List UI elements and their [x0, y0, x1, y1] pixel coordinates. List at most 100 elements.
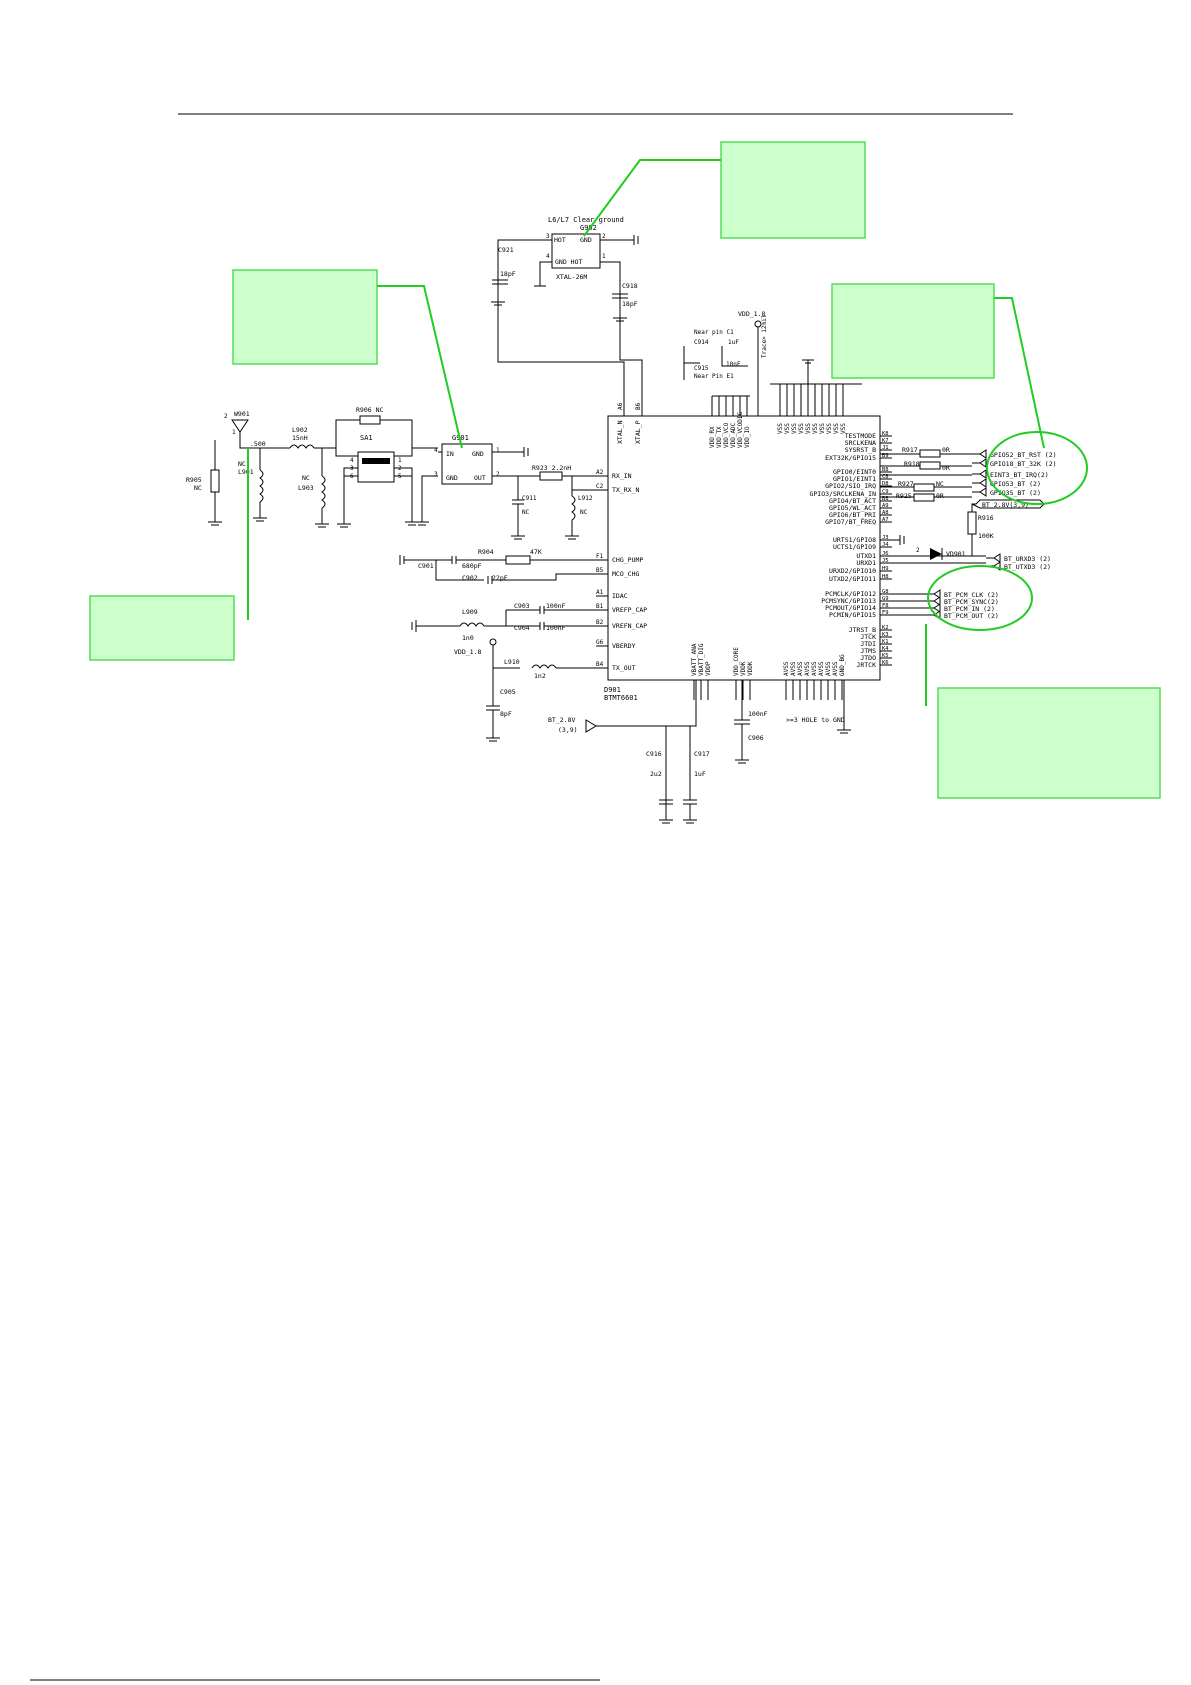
- c918-label: C918: [622, 282, 638, 290]
- net-flag-icon: [933, 596, 941, 606]
- right-pin-name: PCMOUT/GPIO14: [825, 604, 876, 612]
- c902-value: 22pF: [492, 574, 508, 582]
- pin-xtal-p: XTAL_P: [634, 420, 642, 444]
- bt28v-ref: (3,9): [558, 726, 578, 734]
- net-flag-icon: [933, 603, 941, 613]
- l901-label: L901: [238, 468, 254, 476]
- bottom-pin: VBATT_DIG: [698, 643, 705, 676]
- left-pin-name: MCO_CHG: [612, 570, 639, 578]
- bottom-pin: VDDK: [740, 661, 747, 676]
- bt28v-right-label: BT_2.8V(3,9): [982, 501, 1029, 509]
- crystal-block: L6/L7 Clear ground G902 HOT GND GND HOT …: [491, 216, 643, 396]
- right-pin-num: K4: [882, 646, 889, 652]
- right-pin-name: UCTS1/GPIO9: [833, 543, 876, 551]
- right-pin-num: K7: [882, 438, 889, 444]
- l910-label: L910: [504, 658, 520, 666]
- net-label: BT_UTXD3 (2): [1004, 563, 1051, 571]
- sa1-label: SA1: [360, 434, 373, 442]
- nets-top-group: GPIO52_BT_RST (2)GPIO18_BT_32K (2): [972, 449, 1057, 468]
- bottom-pin: AVSS: [797, 661, 804, 676]
- c903-label: C903: [514, 602, 530, 610]
- left-pin-num: B1: [596, 603, 604, 610]
- antenna-pin2: 2: [224, 413, 228, 420]
- r918-value: 0R: [942, 464, 950, 472]
- l910-value: 1n2: [534, 672, 546, 680]
- left-pin-name: VREFN_CAP: [612, 622, 647, 630]
- net-flag-icon: [979, 469, 987, 479]
- nets-mid-group: EINT3_BT_IRQ(2)GPIO53_BT (2)GPIO35_BT (2…: [972, 469, 1049, 497]
- xtal-gnd-label: GND: [580, 236, 592, 244]
- net-label: BT_PCM_CLK (2): [944, 591, 999, 599]
- bt28v-port-icon: [585, 719, 597, 733]
- c914-label: C914: [694, 339, 709, 346]
- right-side-block: R917 0R R918 0R R927 NC R925 0R BT_2.8V(…: [880, 446, 1057, 620]
- callout-gpio: [831, 283, 995, 379]
- right-pin-num: C8: [882, 474, 889, 480]
- callouts: [89, 141, 1161, 799]
- c915-label: C915: [694, 365, 709, 372]
- c911-value: NC: [522, 509, 530, 516]
- sa1-pin3: 3: [350, 465, 354, 472]
- right-pin-name: PCMIN/GPIO15: [829, 611, 876, 619]
- c901-value: 680pF: [462, 562, 482, 570]
- l909-label: L909: [462, 608, 478, 616]
- callout-crystal: [720, 141, 866, 239]
- chip-body: [607, 415, 881, 681]
- right-pin-name: GPIO4/BT_ACT: [829, 497, 876, 505]
- sa1-pin1: 1: [398, 457, 402, 464]
- left-pin-num: C2: [596, 483, 604, 490]
- right-pin-name: JTMS: [860, 647, 876, 655]
- xtal-body: [551, 233, 601, 269]
- chip-top-pins: XTAL_N XTAL_P A6 B6: [616, 396, 643, 444]
- bottom-pin: VDDK: [747, 661, 754, 676]
- vd901-label: VD901: [946, 550, 966, 558]
- right-pin-num: D8: [882, 481, 889, 487]
- c921-value: 18pF: [500, 270, 516, 278]
- l902-label: L902: [292, 426, 308, 434]
- top-vss-pin: VSS: [826, 423, 833, 434]
- top-power-pin: VDD_VCO: [723, 422, 730, 448]
- top-power-pin: VDD_TX: [716, 426, 723, 448]
- bt28v-label: BT_2.8V: [548, 716, 575, 724]
- right-pin-num: J1: [882, 445, 889, 451]
- r916-value: 100K: [978, 532, 994, 540]
- left-passives: C901 680pF R904 47K C902 22pF C903 100nF…: [399, 548, 608, 742]
- c904-label: C904: [514, 624, 530, 632]
- left-pin-name: VBERDY: [612, 642, 636, 650]
- c911-label: C911: [522, 495, 537, 502]
- right-pin-name: JTCK: [860, 633, 876, 641]
- chip-left-pins: RX_INA2TX_RX_NC2CHG_PUMPF1MCO_CHGB5IDACA…: [596, 469, 647, 672]
- left-pin-name: RX_IN: [612, 472, 632, 480]
- node-500: .500: [250, 440, 266, 448]
- vdd18-left-label: VDD_1.8: [454, 648, 481, 656]
- r917-label: R917: [902, 446, 918, 454]
- left-pin-name: TX_RX_N: [612, 486, 639, 494]
- g901-pin2: 2: [496, 471, 500, 478]
- right-pin-name: PCMSYNC/GPIO13: [821, 597, 876, 605]
- r916-label: R916: [978, 514, 994, 522]
- callout-antenna: [89, 595, 235, 661]
- r918-label: R918: [904, 460, 920, 468]
- rf-front-end: W901 2 1 .500 R905 NC NC L901 L902 15nH …: [186, 406, 608, 540]
- l909-value: 1n0: [462, 634, 474, 642]
- right-pin-name: UTXD1: [856, 552, 876, 560]
- top-power-pin: VDD_RX: [709, 426, 716, 448]
- r927-value: NC: [936, 480, 944, 488]
- right-pin-num: K6: [882, 660, 889, 666]
- xtal-designator: G902: [580, 224, 597, 232]
- net-flag-icon: [979, 487, 987, 497]
- right-pin-name: GPIO1/EINT1: [833, 475, 876, 483]
- right-pin-num: A7: [882, 517, 889, 523]
- right-pin-num: B8: [882, 496, 889, 502]
- right-pin-num: J6: [882, 551, 889, 557]
- g901-gnd2: GND: [446, 474, 458, 482]
- top-vss-pin: VSS: [833, 423, 840, 434]
- right-pin-name: GPIO3/SRCLKENA_IN: [809, 490, 876, 498]
- g901-pin1: 1: [496, 447, 500, 454]
- right-pin-name: JTDO: [860, 654, 876, 662]
- right-pin-name: EXT32K/GPIO15: [825, 454, 876, 462]
- right-pin-num: K3: [882, 632, 889, 638]
- right-pin-name: GPIO2/SIO_IRQ: [825, 482, 876, 490]
